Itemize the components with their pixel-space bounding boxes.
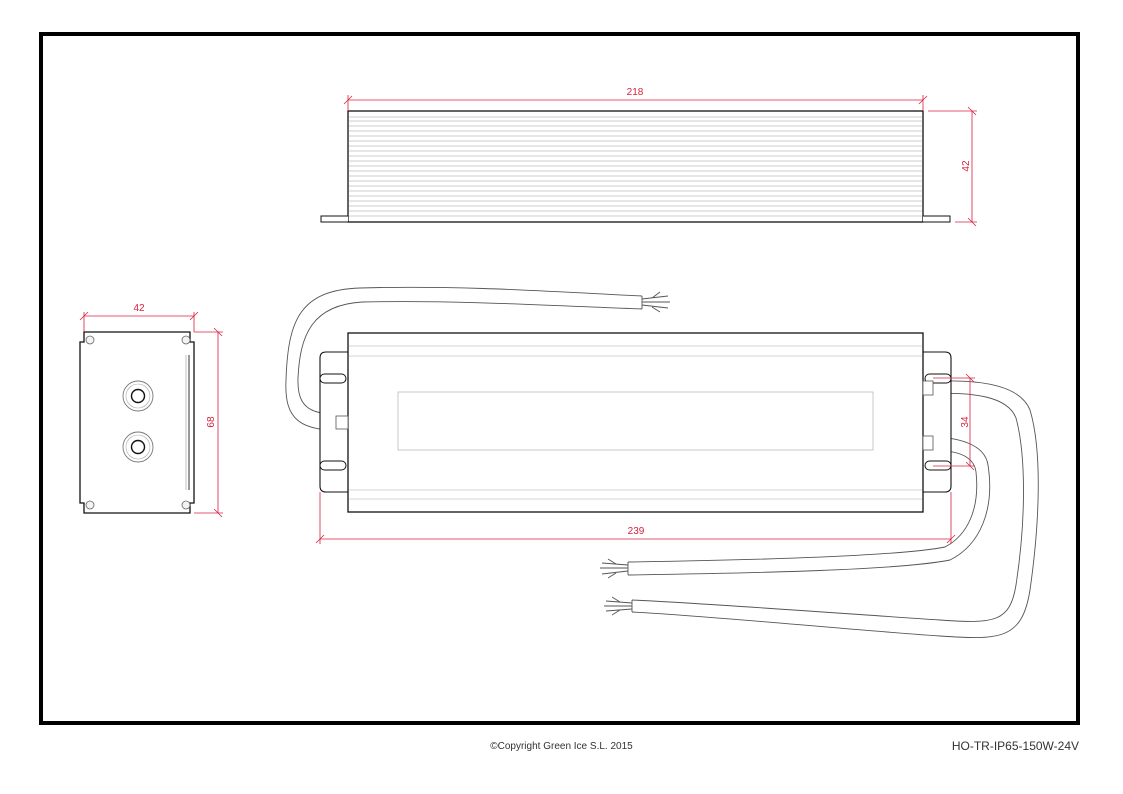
cable-left <box>285 286 670 431</box>
top-view-fins <box>349 116 922 217</box>
top-view-tab-right <box>923 215 951 223</box>
top-view-tab-left <box>320 215 348 223</box>
dimension-side-width-label: 42 <box>133 303 145 314</box>
dimension-side-height-label: 68 <box>206 416 217 428</box>
model-number: HO-TR-IP65-150W-24V <box>951 739 1079 753</box>
front-view: 239 34 <box>285 286 1039 638</box>
copyright-text: ©Copyright Green Ice S.L. 2015 <box>490 741 633 752</box>
mount-slot-right-bottom <box>924 460 952 471</box>
drawing-frame <box>39 32 1080 725</box>
top-view: 218 42 <box>320 87 977 227</box>
side-view-screws <box>85 335 191 510</box>
dimension-body-length-label: 239 <box>628 526 645 537</box>
front-view-body <box>347 332 924 513</box>
side-view-body <box>79 331 195 514</box>
dimension-side-height <box>194 327 223 518</box>
dimension-top-height <box>928 106 977 227</box>
front-flange-right <box>923 351 952 493</box>
dimension-side-width <box>79 311 199 332</box>
front-flange-left <box>319 351 348 493</box>
cable-gland-upper <box>122 380 154 412</box>
dimension-top-length <box>343 95 928 111</box>
gland-left <box>335 415 349 430</box>
gland-right-lower <box>922 435 934 451</box>
cable-right-lower <box>600 436 991 579</box>
dimension-top-length-label: 218 <box>627 87 644 98</box>
dimension-body-length <box>315 492 956 544</box>
dimension-cable-spacing <box>933 373 975 471</box>
top-view-body <box>347 110 924 223</box>
mount-slot-left-bottom <box>319 460 347 471</box>
front-view-edges <box>349 345 922 500</box>
mount-slot-left-top <box>319 373 347 384</box>
dimension-cable-spacing-label: 34 <box>960 416 971 428</box>
dimension-top-height-label: 42 <box>961 160 972 172</box>
cable-right-upper <box>604 380 1039 638</box>
label-area <box>397 391 874 451</box>
gland-right-upper <box>922 380 934 396</box>
cable-gland-lower <box>122 431 154 463</box>
side-view: 42 68 <box>79 303 223 518</box>
